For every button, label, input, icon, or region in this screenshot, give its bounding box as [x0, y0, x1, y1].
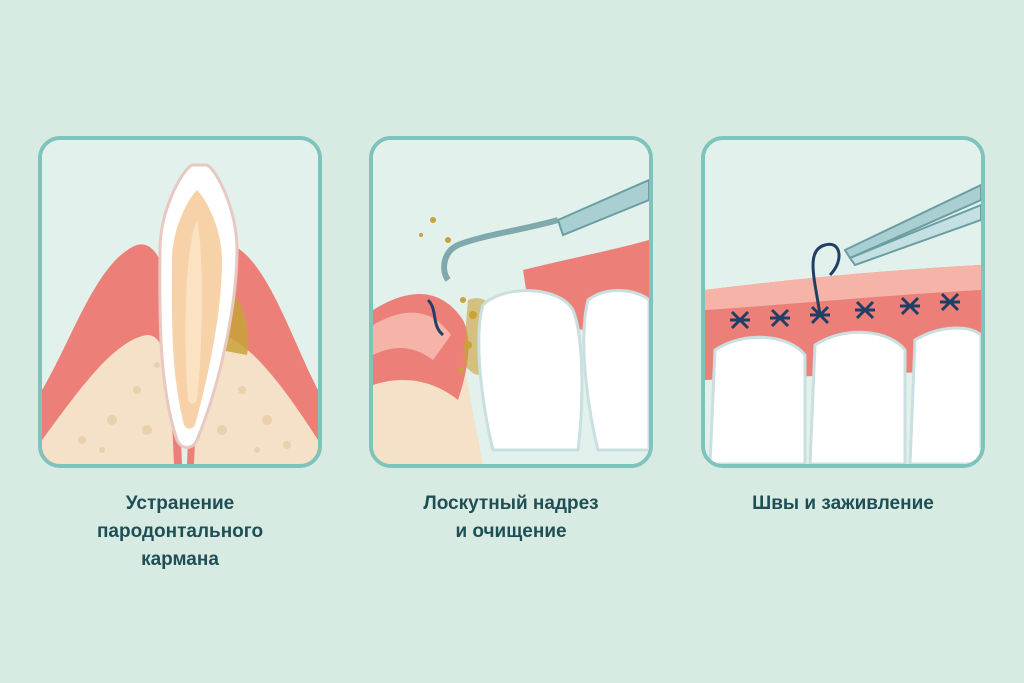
- panel-flap-incision: [369, 136, 653, 468]
- panel-pocket-elimination: [38, 136, 322, 468]
- curette-instrument-icon: [373, 140, 649, 464]
- caption-line: Лоскутный надрез: [423, 493, 599, 514]
- suture-stitch-icon: [730, 242, 960, 330]
- caption-line: Швы и заживление: [752, 493, 934, 514]
- panel-sutures-healing: [701, 136, 985, 468]
- caption-line: пародонтального: [96, 521, 264, 542]
- caption-line: и очищение: [455, 521, 567, 542]
- caption-line: кармана: [141, 549, 219, 570]
- caption-line: Устранение: [125, 493, 235, 514]
- tweezers-instrument-icon: [705, 140, 981, 464]
- caption-step-1: Устранение пародонтального кармана: [38, 490, 322, 574]
- caption-step-3: Швы и заживление: [701, 490, 985, 518]
- tooth-cross-section-icon: [42, 140, 318, 464]
- caption-step-2: Лоскутный надрез и очищение: [369, 490, 653, 546]
